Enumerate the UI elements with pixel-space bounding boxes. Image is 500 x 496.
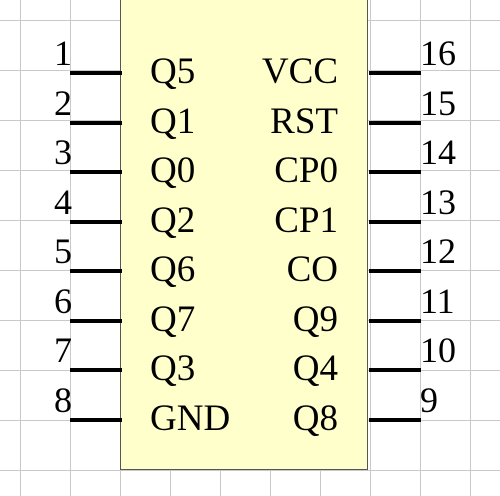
pin-number: 1 (54, 33, 72, 73)
pin-number: 5 (54, 231, 72, 271)
pin-signal-label: Q6 (150, 249, 196, 290)
pin-left-8-lead (70, 418, 122, 422)
pin-number: 9 (420, 380, 438, 420)
pin-number: 4 (54, 182, 72, 222)
pin-signal-label: Q5 (150, 51, 196, 92)
pin-left-2-lead (70, 121, 122, 125)
pin-number: 10 (420, 330, 456, 370)
pin-signal-label: Q0 (150, 150, 196, 191)
pin-left-6-lead (70, 319, 122, 323)
pin-right-5-lead (369, 269, 421, 273)
pin-signal-label: Q2 (150, 200, 196, 241)
pin-signal-label: Q4 (292, 348, 338, 389)
pin-left-7-lead (70, 368, 122, 372)
pin-number: 2 (54, 83, 72, 123)
pin-right-1-lead (369, 71, 421, 75)
pin-right-8-lead (369, 418, 421, 422)
ic-chip-body (120, 0, 368, 470)
pin-number: 3 (54, 132, 72, 172)
pin-signal-label: CP1 (274, 200, 338, 241)
pin-number: 7 (54, 330, 72, 370)
pin-signal-label: GND (150, 398, 231, 439)
pin-right-6-lead (369, 319, 421, 323)
pin-number: 14 (420, 132, 456, 172)
pin-signal-label: CP0 (274, 150, 338, 191)
pin-signal-label: Q3 (150, 348, 196, 389)
pin-left-4-lead (70, 220, 122, 224)
pin-signal-label: Q9 (292, 299, 338, 340)
pin-number: 15 (420, 83, 456, 123)
pin-number: 13 (420, 182, 456, 222)
pin-number: 8 (54, 380, 72, 420)
pin-number: 11 (420, 281, 455, 321)
pin-signal-label: CO (286, 249, 338, 290)
pin-left-3-lead (70, 170, 122, 174)
pin-right-4-lead (369, 220, 421, 224)
pin-signal-label: RST (270, 101, 338, 142)
pin-signal-label: VCC (261, 51, 338, 92)
pin-right-7-lead (369, 368, 421, 372)
pin-signal-label: Q8 (292, 398, 338, 439)
pin-signal-label: Q1 (150, 101, 196, 142)
pin-left-5-lead (70, 269, 122, 273)
pin-right-2-lead (369, 121, 421, 125)
pin-signal-label: Q7 (150, 299, 196, 340)
pin-left-1-lead (70, 71, 122, 75)
pin-number: 12 (420, 231, 456, 271)
pin-number: 6 (54, 281, 72, 321)
pin-number: 16 (420, 33, 456, 73)
pin-right-3-lead (369, 170, 421, 174)
